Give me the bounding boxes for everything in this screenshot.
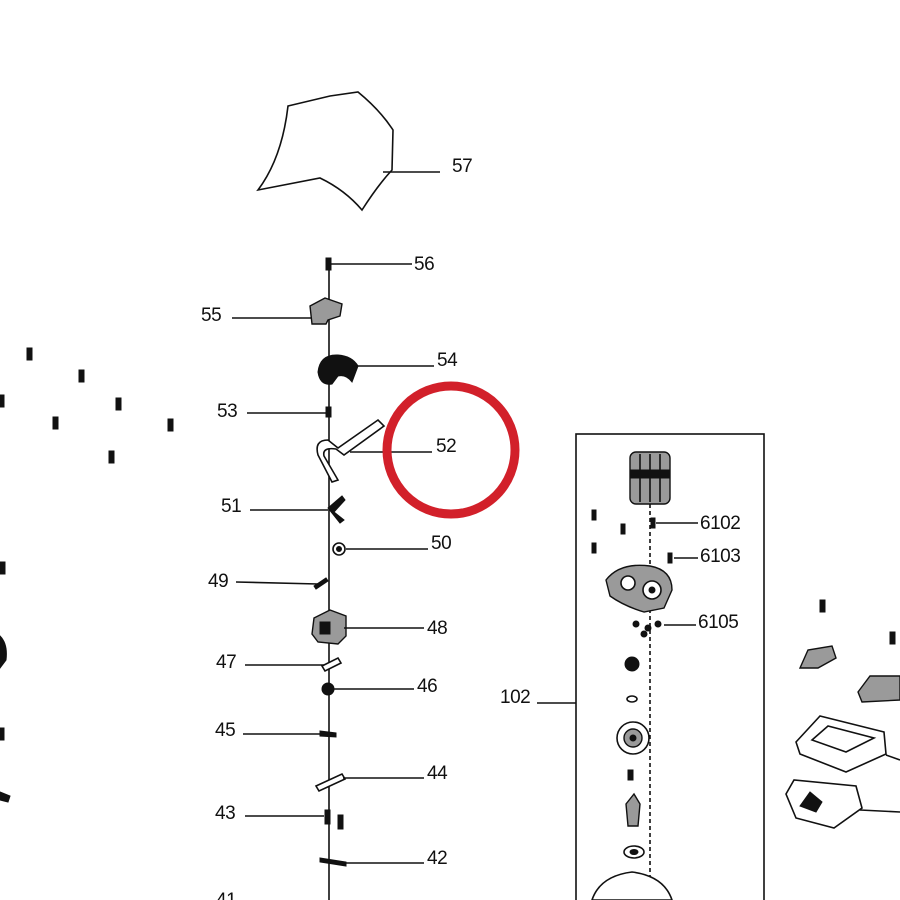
part-45[interactable]: 45: [215, 720, 337, 741]
left-screw-group: [0, 347, 174, 803]
label-6105: 6105: [698, 612, 738, 633]
part-44[interactable]: 44: [314, 763, 449, 793]
label-44: 44: [427, 763, 448, 784]
part-56[interactable]: 56: [325, 254, 435, 275]
label-55: 55: [201, 305, 221, 326]
label-102: 102: [500, 687, 530, 708]
part-47[interactable]: 47: [216, 652, 343, 673]
label-53: 53: [217, 401, 237, 422]
label-52: 52: [436, 436, 456, 457]
part-51[interactable]: 51: [221, 495, 346, 524]
label-48: 48: [427, 618, 447, 639]
part-53[interactable]: 53: [217, 401, 332, 422]
part-6105[interactable]: 6105: [632, 612, 739, 638]
label-56: 56: [414, 254, 434, 275]
label-47: 47: [216, 652, 236, 673]
assembly-frame: [575, 433, 765, 900]
label-49: 49: [208, 571, 228, 592]
highlight-circle: [382, 381, 520, 519]
motor-assembly-102[interactable]: 102 6102 6103: [500, 433, 765, 900]
label-41: 41: [216, 890, 236, 900]
part-55[interactable]: 55: [201, 297, 343, 326]
label-50: 50: [431, 533, 451, 554]
part-42[interactable]: 42: [319, 848, 448, 869]
label-6102: 6102: [700, 513, 740, 534]
label-45: 45: [215, 720, 235, 741]
part-48[interactable]: 48: [311, 609, 448, 645]
leader-49: [235, 581, 319, 585]
label-51: 51: [221, 496, 241, 517]
part-50[interactable]: 50: [332, 533, 452, 556]
motor-part[interactable]: [629, 451, 671, 505]
part-54[interactable]: 54: [317, 350, 459, 385]
gear-housing-part[interactable]: [605, 564, 673, 613]
part-46[interactable]: 46: [321, 676, 438, 697]
label-42: 42: [427, 848, 447, 869]
part-6103[interactable]: 6103: [667, 546, 741, 567]
part-43[interactable]: 43: [215, 803, 344, 830]
part-52[interactable]: 52: [316, 418, 457, 483]
label-57: 57: [452, 156, 472, 177]
right-parts-group[interactable]: [785, 599, 900, 829]
part-49[interactable]: 49: [208, 571, 329, 592]
part-41[interactable]: 41: [216, 890, 237, 900]
motor-stack-parts[interactable]: [591, 656, 673, 900]
part-57[interactable]: 57: [256, 91, 473, 212]
label-6103: 6103: [700, 546, 740, 567]
label-46: 46: [417, 676, 437, 697]
label-43: 43: [215, 803, 235, 824]
part-6102[interactable]: 6102: [591, 509, 741, 554]
label-54: 54: [437, 350, 458, 371]
